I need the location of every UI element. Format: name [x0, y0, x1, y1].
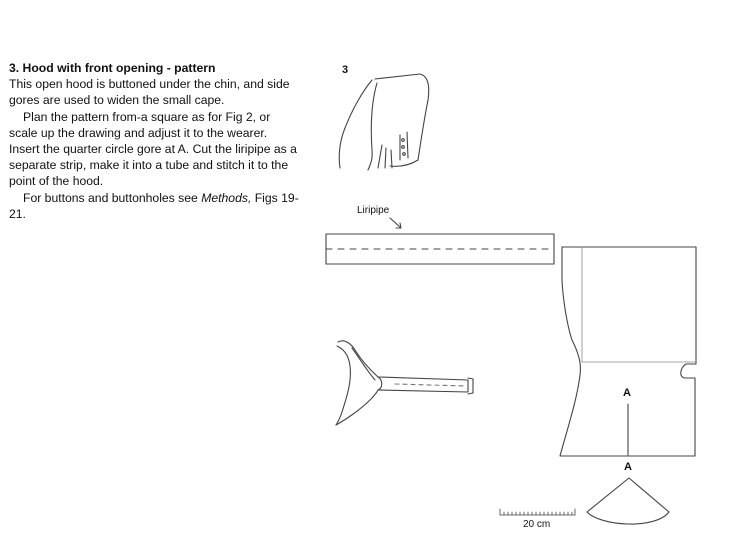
- paragraph-2: Plan the pattern from-a square as for Fi…: [9, 109, 297, 189]
- scale-bar: [499, 508, 576, 516]
- arrow-head: [395, 222, 402, 229]
- liripipe-label: Liripipe: [357, 205, 390, 216]
- hood-sketch: [338, 73, 430, 171]
- liripipe-strip: [325, 233, 555, 265]
- paragraph-3: For buttons and buttonholes see Methods,…: [9, 190, 299, 222]
- paragraph-3-suffix: Figs 19-21.: [9, 190, 299, 221]
- hood-pattern-piece: [559, 246, 697, 457]
- liripipe-arrow: [389, 217, 401, 228]
- section-heading: 3. Hood with front opening - pattern: [9, 61, 216, 75]
- figure-number: 3: [342, 64, 349, 76]
- pattern-description: 3. Hood with front opening - pattern Thi…: [9, 60, 299, 222]
- scale-label: 20 cm: [523, 519, 551, 530]
- quarter-circle-gore: [586, 477, 670, 525]
- hood-side-sketch: [335, 340, 474, 426]
- methods-reference: Methods,: [201, 190, 252, 205]
- paragraph-1: This open hood is buttoned under the chi…: [9, 77, 290, 108]
- point-a-label-bottom: A: [624, 461, 632, 473]
- paragraph-3-prefix: For buttons and buttonholes see: [23, 190, 202, 205]
- point-a-label-top: A: [623, 387, 631, 399]
